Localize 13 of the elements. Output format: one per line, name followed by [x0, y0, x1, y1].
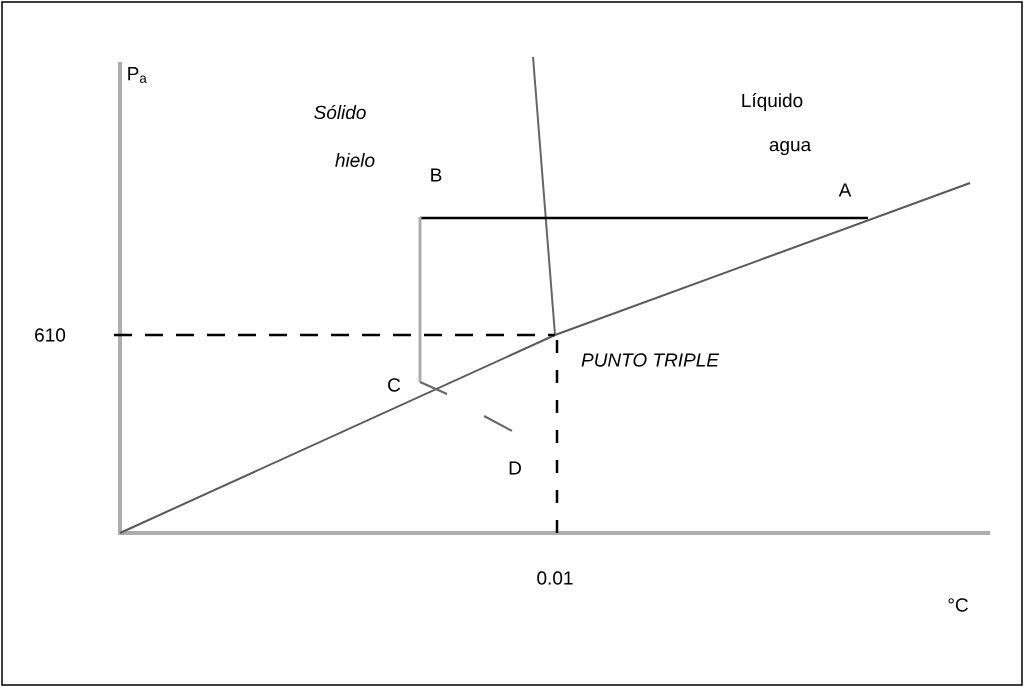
axis-label: °C — [948, 598, 968, 612]
axis-label: B — [431, 168, 442, 182]
axis-label: A — [838, 183, 852, 197]
axis-label: hielo — [335, 153, 375, 167]
axis-label: agua — [769, 140, 812, 156]
axis-label: 0.01 — [537, 571, 573, 585]
axis-label: PUNTO TRIPLE — [581, 353, 720, 367]
axis-label: 610 — [35, 328, 66, 342]
axis-label: Sólido — [314, 104, 366, 120]
axis-label: P$_{a}$ — [128, 67, 147, 83]
axis-label: Líquido — [742, 93, 803, 111]
axis-label: D — [509, 461, 521, 475]
axis-label: C — [388, 378, 401, 392]
